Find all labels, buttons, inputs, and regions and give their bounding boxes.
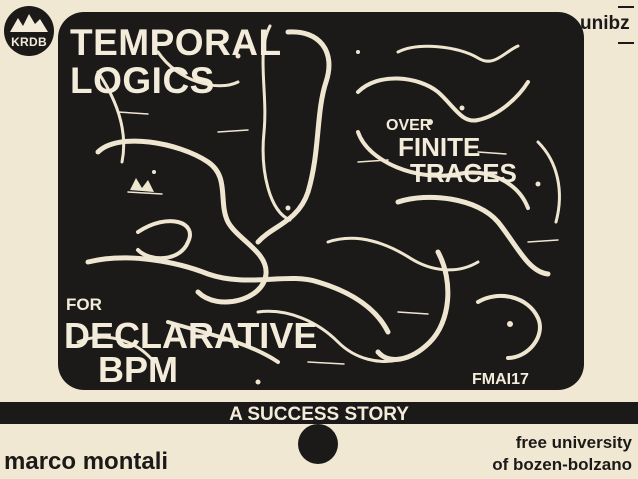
subtitle: A SUCCESS STORY bbox=[229, 404, 409, 425]
author-name: marco montali bbox=[4, 448, 169, 475]
institution-line-1: free university bbox=[515, 433, 632, 452]
finite-label: FINITE bbox=[398, 132, 481, 162]
woodcut-artwork bbox=[58, 12, 584, 390]
traces-label: TRACES bbox=[410, 158, 517, 188]
bpm-label: BPM bbox=[98, 349, 178, 390]
for-label: FOR bbox=[66, 295, 102, 314]
institution-line-2: of bozen-bolzano bbox=[492, 455, 632, 474]
subtitle-band bbox=[0, 402, 638, 424]
title-line-1: TEMPORAL bbox=[70, 22, 282, 63]
title-line-2: LOGICS bbox=[70, 60, 215, 101]
declarative-label: DECLARATIVE bbox=[64, 315, 318, 356]
unibz-logo: unibz bbox=[580, 6, 636, 46]
decorative-circle-icon bbox=[298, 424, 338, 464]
woodcut-pattern bbox=[76, 24, 561, 385]
unibz-label: unibz bbox=[580, 13, 630, 34]
venue-label: FMAI17 bbox=[472, 371, 529, 388]
over-label: OVER bbox=[386, 117, 432, 134]
krdb-label: KRDB bbox=[11, 35, 47, 49]
krdb-logo: KRDB bbox=[4, 6, 54, 56]
mountain-icon bbox=[10, 14, 48, 32]
